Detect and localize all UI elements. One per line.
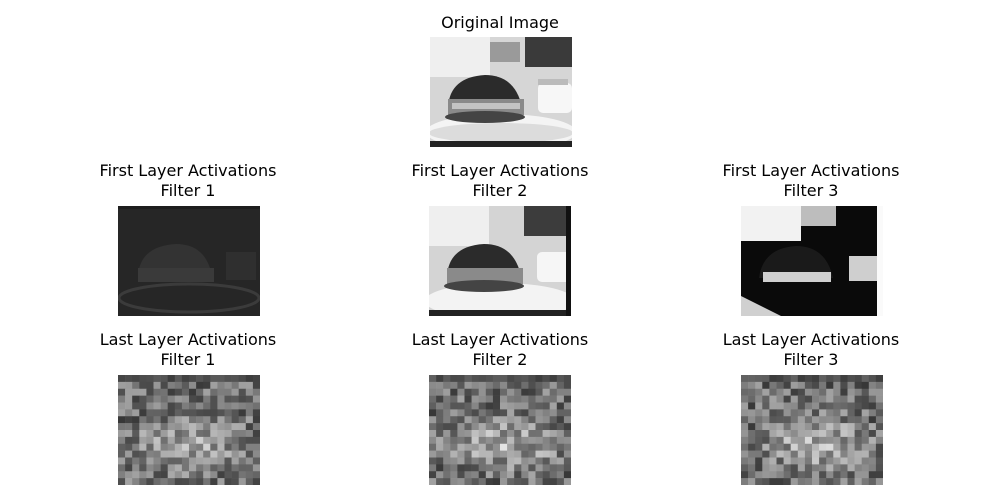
title-line-1: First Layer Activations [411,161,589,180]
original-image-title: Original Image [441,13,559,32]
title-line-1: First Layer Activations [99,161,277,180]
title-line-1: Last Layer Activations [722,330,900,349]
title-line-1: Last Layer Activations [411,330,589,349]
first-layer-filter-1-image [118,206,260,316]
title-line-1: First Layer Activations [722,161,900,180]
title-line-2: Filter 2 [472,181,528,200]
last-layer-filter-2-image [429,375,571,485]
last-layer-filter-2-title: Last Layer Activations Filter 2 [380,330,620,370]
last-layer-filter-1-title: Last Layer Activations Filter 1 [68,330,308,370]
first-layer-filter-3-image [741,206,883,316]
last-layer-filter-1-image [118,375,260,485]
title-line-2: Filter 3 [783,181,839,200]
last-layer-filter-3-image [741,375,883,485]
first-layer-filter-3-title: First Layer Activations Filter 3 [691,161,931,201]
title-line-2: Filter 2 [472,350,528,369]
title-line-2: Filter 1 [160,350,216,369]
first-layer-filter-1-title: First Layer Activations Filter 1 [68,161,308,201]
last-layer-filter-3-title: Last Layer Activations Filter 3 [691,330,931,370]
first-layer-filter-2-title: First Layer Activations Filter 2 [380,161,620,201]
title-line-2: Filter 3 [783,350,839,369]
original-image [430,37,572,147]
title-line-2: Filter 1 [160,181,216,200]
first-layer-filter-2-image [429,206,571,316]
title-line-1: Last Layer Activations [99,330,277,349]
